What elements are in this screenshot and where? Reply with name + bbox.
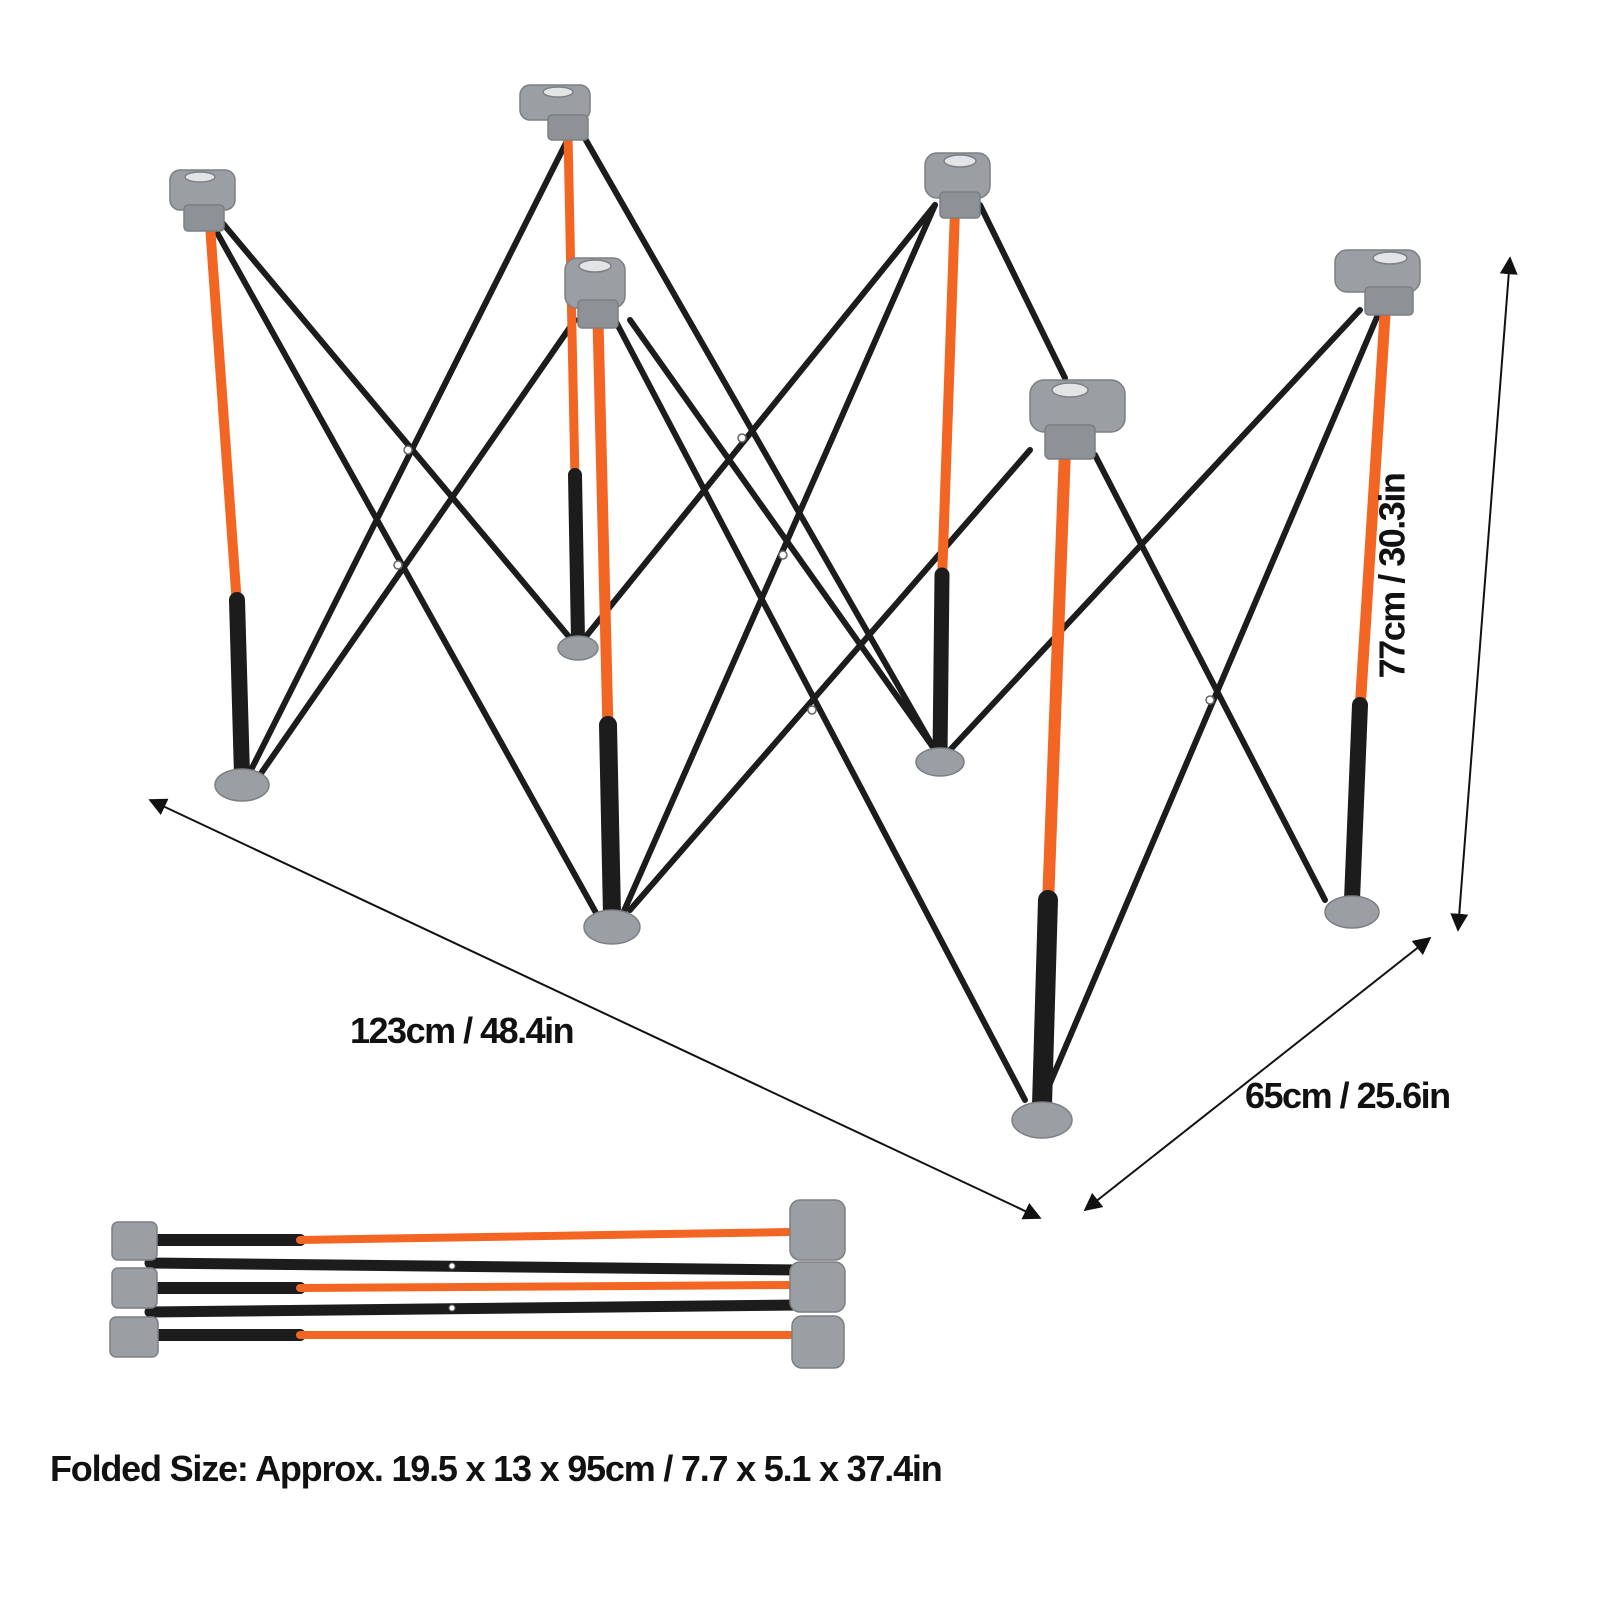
foot (557, 635, 599, 661)
leg-grip (1344, 697, 1368, 908)
head-5 (1029, 379, 1126, 460)
leg (937, 205, 960, 585)
height-label: 77cm / 30.3in (1371, 473, 1413, 679)
top-heads (169, 84, 1421, 460)
legs (205, 130, 1391, 1115)
pivot-points (393, 433, 1215, 715)
leg (1354, 309, 1391, 716)
folded-size-label: Folded Size: Approx. 19.5 x 13 x 95cm / … (50, 1448, 943, 1489)
leg (592, 314, 614, 736)
folded-sawhorse (109, 1199, 846, 1369)
foot (583, 909, 641, 945)
feet (214, 635, 1380, 1139)
length-label: 123cm / 48.4in (350, 1010, 575, 1051)
dimension-arrows (148, 256, 1518, 1220)
cross-braces (207, 122, 1383, 1103)
head-1 (169, 169, 236, 232)
head-2 (519, 84, 591, 141)
leg-grip (1032, 890, 1058, 1115)
foot (1011, 1101, 1073, 1139)
leg-grip (599, 716, 621, 924)
head-3 (564, 257, 626, 329)
foot (915, 747, 965, 777)
head-4 (924, 152, 991, 219)
height-arrow (1450, 256, 1518, 932)
width-label: 65cm / 25.6in (1245, 1075, 1451, 1116)
leg-grip (568, 468, 585, 647)
foot (214, 768, 270, 802)
leg (1042, 444, 1071, 911)
leg (205, 220, 242, 610)
leg-grip (229, 592, 250, 783)
foot (1324, 895, 1380, 929)
leg-grip (932, 567, 950, 763)
length-arrow (148, 798, 1042, 1220)
width-arrow (1083, 936, 1432, 1212)
head-6 (1334, 249, 1421, 316)
